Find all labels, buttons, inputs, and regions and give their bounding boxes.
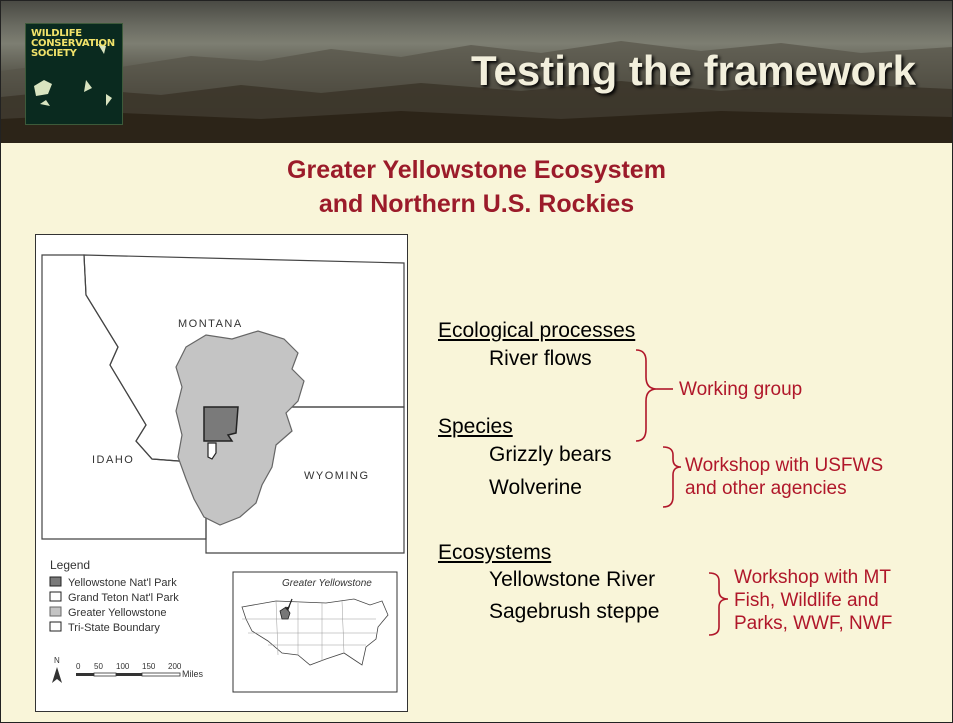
scale-bar-seg-3	[116, 673, 142, 676]
slide-title: Testing the framework	[471, 47, 916, 94]
yellowstone-park	[203, 406, 239, 442]
brace-mt	[708, 572, 729, 636]
subtitle-line-2: and Northern U.S. Rockies	[318, 190, 635, 218]
scale-tick-150: 150	[142, 662, 156, 671]
montana-label: MONTANA	[178, 318, 243, 330]
north-arrow-icon	[52, 667, 62, 683]
legend-label-greater-yellowstone: Greater Yellowstone	[68, 607, 166, 619]
logo-line-2: CONSERVATION	[31, 38, 115, 49]
note-mt-line-3: Parks, WWF, NWF	[734, 613, 893, 634]
heading-species: Species	[438, 415, 513, 438]
logo-line-3: SOCIETY	[31, 48, 77, 59]
note-mt-line-2: Fish, Wildlife and	[734, 590, 879, 611]
legend-title: Legend	[50, 558, 90, 572]
note-usfws: Workshop with USFWS and other agencies	[685, 454, 883, 500]
wyoming-label: WYOMING	[304, 470, 370, 482]
item-yellowstone-river: Yellowstone River	[489, 568, 656, 591]
brace-usfws	[662, 446, 682, 508]
legend-swatch-greater-yellowstone	[49, 606, 62, 617]
scale-bar-seg-1	[76, 673, 94, 676]
scale-tick-100: 100	[116, 662, 130, 671]
note-usfws-line-2: and other agencies	[685, 478, 847, 499]
heading-ecosystems: Ecosystems	[438, 541, 552, 564]
inset-label: Greater Yellowstone	[282, 578, 372, 589]
note-usfws-line-1: Workshop with USFWS	[685, 455, 884, 476]
note-working-group: Working group	[679, 379, 803, 400]
note-mt-line-1: Workshop with MT	[734, 567, 891, 588]
idaho-label: IDAHO	[92, 454, 134, 466]
montana-outline	[83, 254, 405, 464]
item-sagebrush-steppe: Sagebrush steppe	[489, 600, 660, 623]
north-label: N	[54, 656, 60, 665]
grand-teton-park	[207, 442, 217, 460]
item-grizzly-bears: Grizzly bears	[489, 443, 612, 466]
wcs-logo: WILDLIFE CONSERVATION SOCIETY	[25, 23, 123, 125]
scale-tick-50: 50	[94, 662, 103, 671]
us-state-lines	[242, 600, 376, 661]
scale-tick-200: 200	[168, 662, 182, 671]
item-wolverine: Wolverine	[489, 476, 582, 499]
scale-unit: Miles	[182, 669, 204, 679]
legend-label-grand-teton: Grand Teton Nat'l Park	[68, 592, 179, 604]
note-mt: Workshop with MT Fish, Wildlife and Park…	[734, 566, 892, 635]
header-banner: WILDLIFE CONSERVATION SOCIETY Testing th…	[1, 1, 952, 143]
legend-swatch-grand-teton	[49, 591, 62, 602]
legend-label-yellowstone: Yellowstone Nat'l Park	[68, 577, 177, 589]
subtitle-line-1: Greater Yellowstone Ecosystem	[287, 156, 666, 184]
greater-yellowstone-area	[175, 330, 305, 526]
legend-label-tri-state: Tri-State Boundary	[68, 622, 160, 634]
inset-arrowhead-icon	[285, 606, 290, 611]
heading-ecological-processes: Ecological processes	[438, 319, 636, 342]
map-figure: MONTANA IDAHO WYOMING Legend Yellowstone…	[35, 234, 408, 712]
scale-tick-0: 0	[76, 662, 81, 671]
legend-swatch-yellowstone	[49, 576, 62, 587]
mountain-landscape-image	[1, 41, 952, 143]
item-river-flows: River flows	[489, 347, 592, 370]
scale-bar-seg-4	[141, 672, 181, 677]
logo-line-1: WILDLIFE	[31, 28, 82, 39]
brace-working-group	[635, 349, 658, 442]
map-drawing: MONTANA IDAHO WYOMING Legend Yellowstone…	[41, 254, 405, 693]
legend-swatch-tri-state	[49, 621, 62, 632]
